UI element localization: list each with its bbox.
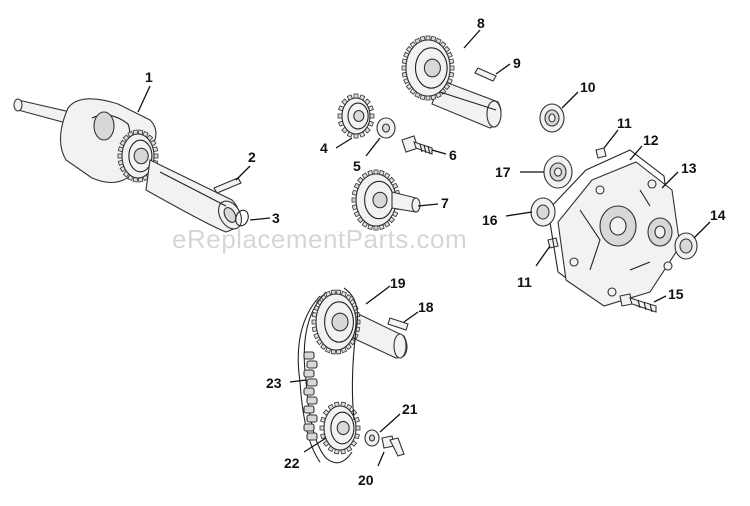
svg-text:5: 5	[353, 158, 361, 174]
chain-23[interactable]	[297, 287, 359, 464]
dowel-pin-11-top[interactable]	[595, 147, 607, 159]
svg-text:7: 7	[441, 195, 449, 211]
callout-18: 18	[403, 299, 434, 323]
svg-text:23: 23	[266, 375, 282, 391]
callout-20: 20	[358, 451, 385, 488]
bearing-16[interactable]	[530, 197, 556, 227]
svg-text:16: 16	[482, 212, 498, 228]
svg-text:10: 10	[580, 79, 596, 95]
callout-9: 9	[495, 55, 521, 75]
washer-5[interactable]	[376, 117, 396, 139]
callout-11-bottom: 11	[517, 245, 551, 290]
svg-text:17: 17	[495, 164, 511, 180]
washer-21[interactable]	[364, 429, 380, 447]
callout-14: 14	[693, 207, 726, 239]
callout-16: 16	[482, 211, 533, 228]
svg-text:11: 11	[617, 115, 632, 131]
callout-4: 4	[320, 137, 353, 156]
svg-text:19: 19	[390, 275, 406, 291]
bolt-6[interactable]	[401, 135, 433, 155]
key-18[interactable]	[387, 317, 409, 331]
callout-3: 3	[249, 210, 280, 226]
svg-text:15: 15	[668, 286, 684, 302]
svg-text:6: 6	[449, 147, 457, 163]
svg-text:18: 18	[418, 299, 434, 315]
callout-7: 7	[417, 195, 449, 211]
callout-5: 5	[353, 137, 381, 174]
svg-text:4: 4	[320, 140, 328, 156]
gear-7[interactable]	[351, 169, 421, 231]
callout-22: 22	[284, 437, 327, 471]
ring-3[interactable]	[234, 208, 251, 227]
callout-21: 21	[379, 401, 418, 433]
svg-text:11: 11	[517, 274, 532, 290]
svg-text:21: 21	[402, 401, 418, 417]
bolt-20[interactable]	[381, 435, 405, 457]
svg-text:20: 20	[358, 472, 374, 488]
callout-19: 19	[365, 275, 406, 305]
callout-1: 1	[137, 69, 153, 113]
svg-text:2: 2	[248, 149, 256, 165]
callout-15: 15	[653, 286, 684, 303]
bearing-10[interactable]	[539, 103, 565, 133]
callout-10: 10	[561, 79, 596, 109]
small-sprocket-22[interactable]	[319, 401, 361, 455]
watermark-text: eReplacementParts.com	[172, 224, 467, 254]
oil-seal-14[interactable]	[674, 232, 698, 260]
callout-13: 13	[661, 160, 697, 189]
bearing-17[interactable]	[543, 155, 573, 189]
gear-shaft-8[interactable]	[401, 35, 502, 129]
svg-text:13: 13	[681, 160, 697, 176]
callout-23: 23	[266, 375, 307, 391]
callout-6: 6	[431, 147, 457, 163]
svg-text:3: 3	[272, 210, 280, 226]
callout-11-top: 11	[603, 115, 632, 149]
svg-text:8: 8	[477, 15, 485, 31]
callout-2: 2	[235, 149, 256, 181]
small-gear-4[interactable]	[337, 93, 375, 139]
svg-text:9: 9	[513, 55, 521, 71]
crankshaft[interactable]	[13, 98, 246, 233]
key-9[interactable]	[474, 67, 497, 82]
callout-8: 8	[463, 15, 485, 49]
bolt-15[interactable]	[619, 293, 657, 313]
crankcase-cover-13[interactable]	[557, 161, 681, 307]
callout-12: 12	[629, 132, 659, 161]
key-2[interactable]	[213, 177, 242, 194]
svg-text:22: 22	[284, 455, 300, 471]
svg-text:14: 14	[710, 207, 726, 223]
callout-17: 17	[495, 164, 544, 180]
svg-text:12: 12	[643, 132, 659, 148]
svg-text:1: 1	[145, 69, 153, 85]
sprocket-shaft-19[interactable]	[311, 289, 408, 359]
